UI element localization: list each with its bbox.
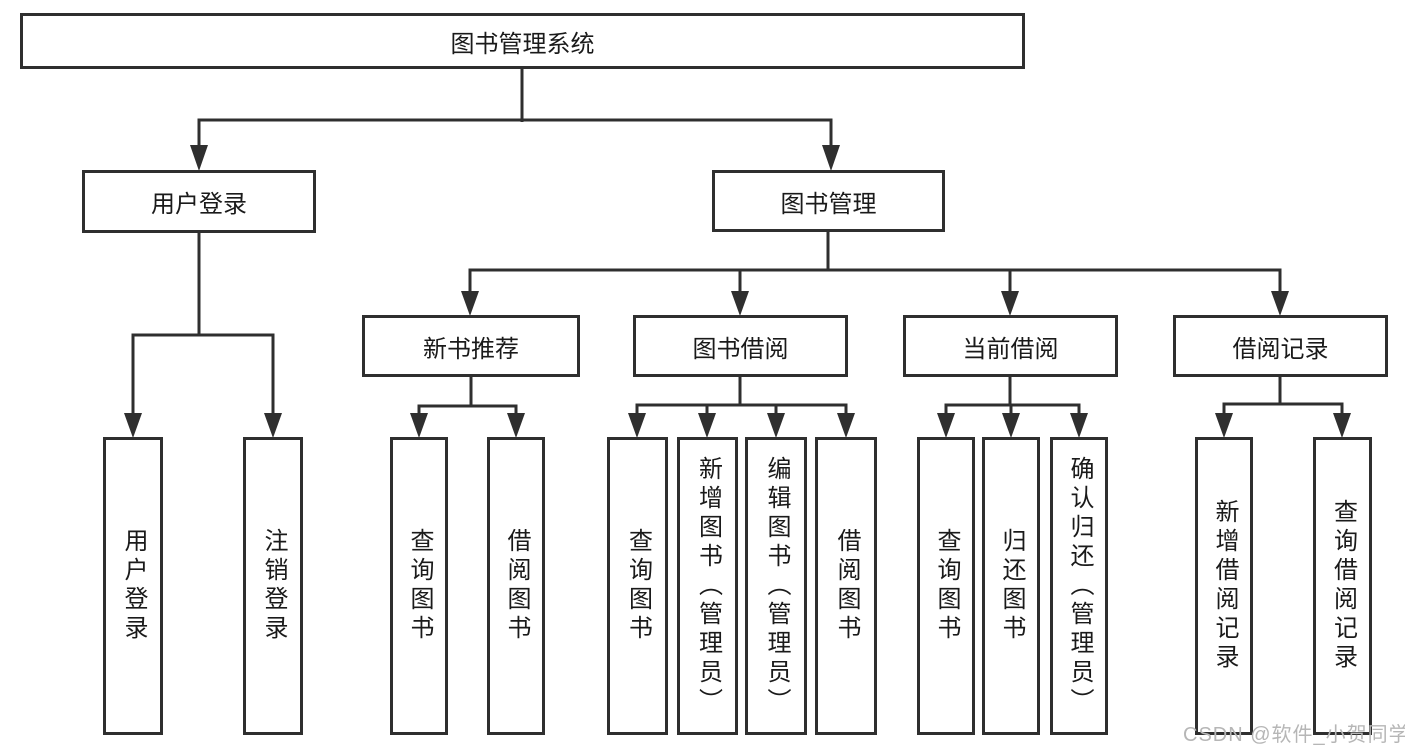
node-borrow-books-recommend: 借阅图书 [487, 437, 545, 735]
node-query-books-recommend: 查询图书 [390, 437, 448, 735]
node-borrow-books-borrowing: 借阅图书 [815, 437, 877, 735]
node-borrowing-records: 借阅记录 [1173, 315, 1388, 377]
node-edit-books-admin: 编辑图书（管理员） [745, 437, 807, 735]
node-confirm-return-admin: 确认归还（管理员） [1050, 437, 1108, 735]
node-new-book-recommendation: 新书推荐 [362, 315, 580, 377]
watermark: CSDN @软件_小贺同学 [1183, 724, 1405, 746]
node-add-borrow-record: 新增借阅记录 [1195, 437, 1253, 735]
node-query-borrow-record: 查询借阅记录 [1313, 437, 1372, 735]
node-query-books-current: 查询图书 [917, 437, 975, 735]
node-add-books-admin: 新增图书（管理员） [677, 437, 738, 735]
node-user-login-leaf: 用户登录 [103, 437, 163, 735]
node-return-books: 归还图书 [982, 437, 1040, 735]
node-user-login: 用户登录 [82, 170, 316, 233]
node-query-books-borrowing: 查询图书 [607, 437, 668, 735]
node-library-management-system: 图书管理系统 [20, 13, 1025, 69]
node-book-management: 图书管理 [712, 170, 945, 232]
node-logout: 注销登录 [243, 437, 303, 735]
node-current-borrowing: 当前借阅 [903, 315, 1118, 377]
node-book-borrowing: 图书借阅 [633, 315, 848, 377]
